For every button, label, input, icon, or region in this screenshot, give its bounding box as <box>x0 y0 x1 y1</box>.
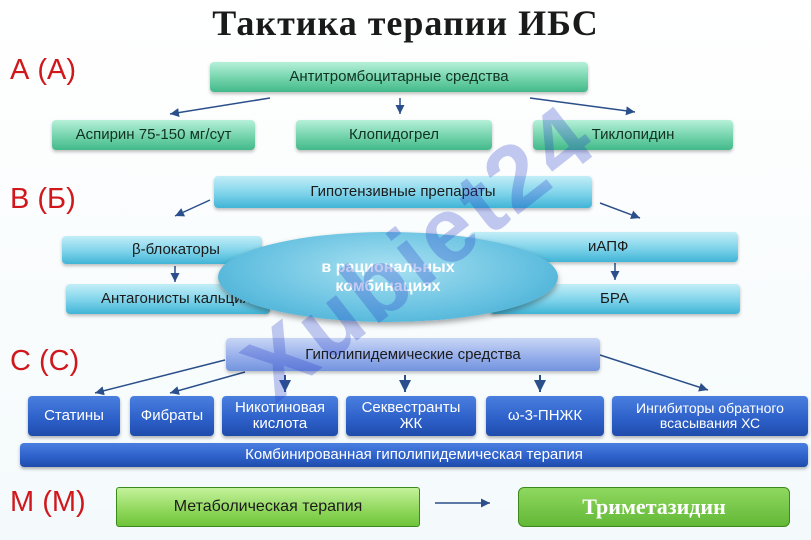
lipid-lowering-header: Гиполипидемические средства <box>226 338 600 371</box>
section-label-b: В (Б) <box>10 183 76 215</box>
trimetazidine-box: Триметазидин <box>518 487 790 527</box>
omega3-box: ω-3-ПНЖК <box>486 396 604 436</box>
clopidogrel-box: Клопидогрел <box>296 120 492 150</box>
fibrates-box: Фибраты <box>130 396 214 436</box>
arrow-c-1 <box>94 359 226 396</box>
metabolic-therapy-box: Метаболическая терапия <box>116 487 420 527</box>
section-label-a: А (А) <box>10 54 77 86</box>
section-label-m: М (М) <box>10 486 86 518</box>
arrow-a-left <box>169 97 271 118</box>
beta-blockers-box: β-блокаторы <box>62 236 262 264</box>
combined-lipid-therapy-box: Комбинированная гиполипидемическая терап… <box>20 443 808 467</box>
arrow-c-6 <box>599 354 709 392</box>
antiplatelet-header: Антитромбоцитарные средства <box>210 62 588 92</box>
page-title: Тактика терапии ИБС <box>212 3 599 43</box>
arrow-a-right <box>529 97 636 116</box>
rational-combinations-text: в рациональных комбинациях <box>321 258 455 295</box>
section-label-c: С (С) <box>10 345 80 377</box>
arrow-b-right <box>599 202 641 220</box>
antihypertensive-header: Гипотензивные препараты <box>214 176 592 208</box>
arrow-c-2 <box>169 371 246 395</box>
cholesterol-absorption-inhibitors-box: Ингибиторы обратного всасывания ХС <box>612 396 808 436</box>
nicotinic-acid-box: Никотиновая кислота <box>222 396 338 436</box>
bile-acid-sequestrants-box: Секвестранты ЖК <box>346 396 476 436</box>
arrow-b-left <box>174 199 211 217</box>
rational-combinations-oval: в рациональных комбинациях <box>218 232 558 322</box>
ticlopidine-box: Тиклопидин <box>533 120 733 150</box>
statins-box: Статины <box>28 396 120 436</box>
aspirin-box: Аспирин 75-150 мг/сут <box>52 120 255 150</box>
